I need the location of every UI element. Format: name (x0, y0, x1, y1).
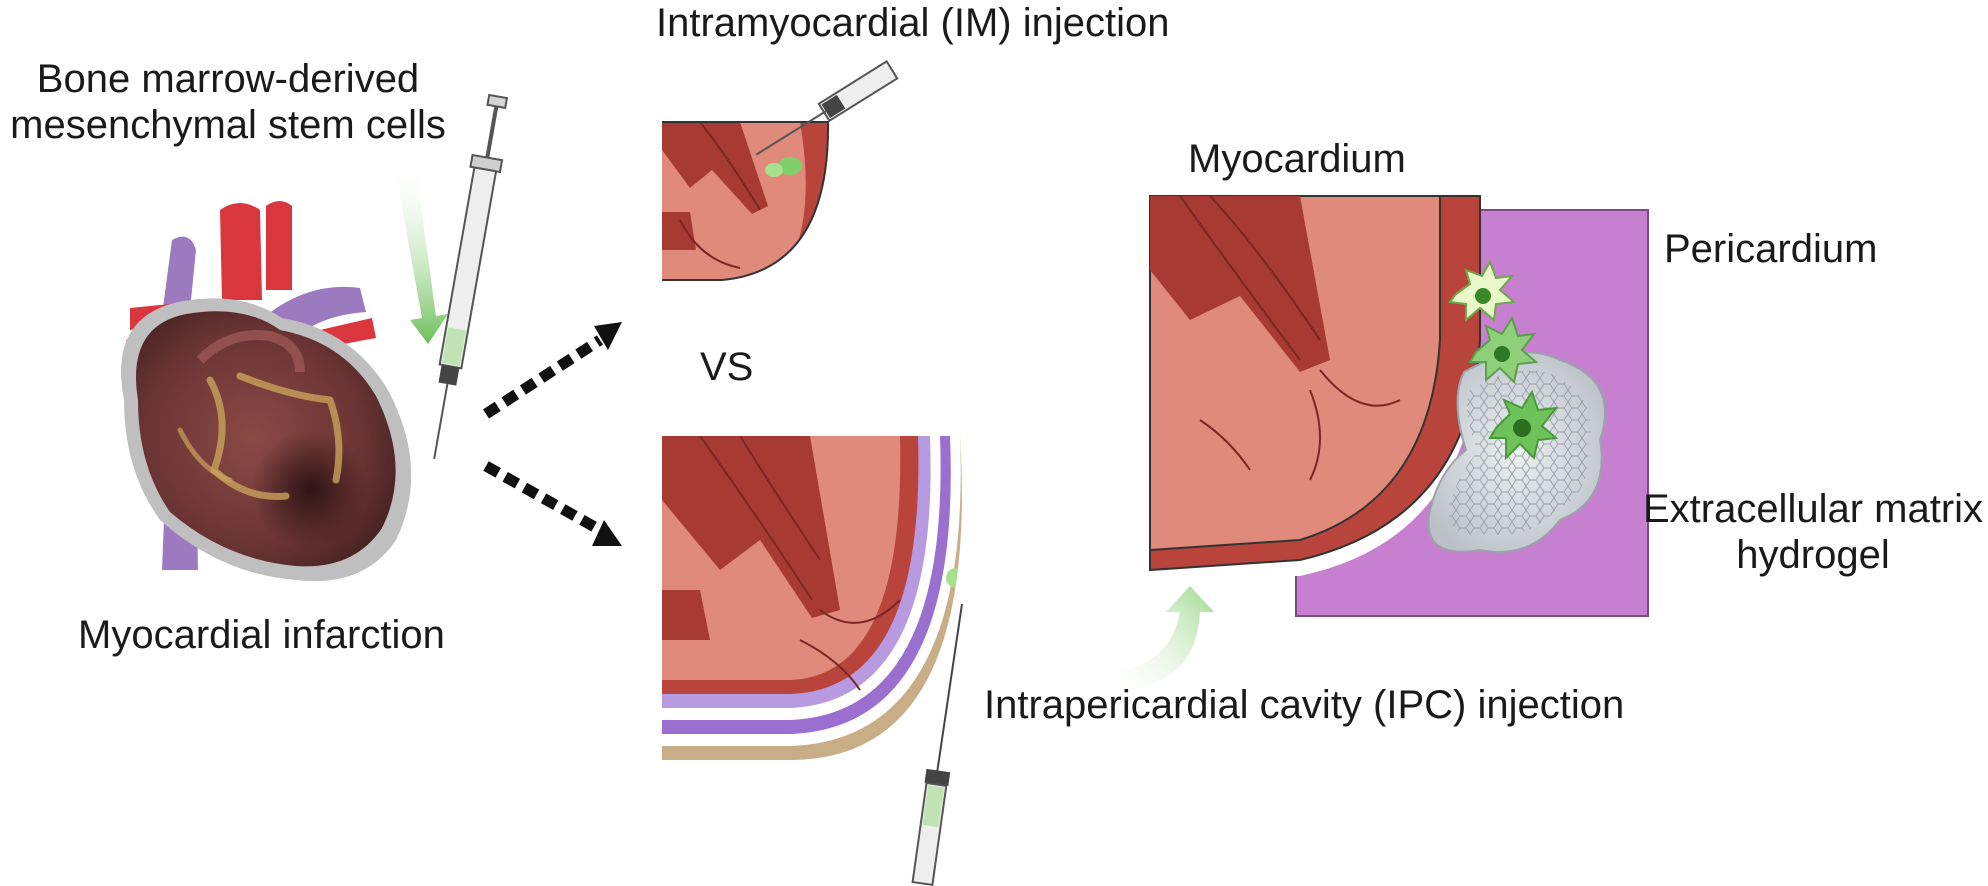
syringe-icon (433, 93, 509, 460)
stem-cells-label: Bone marrow-derived mesenchymal stem cel… (0, 56, 456, 148)
ecm-label-line2: hydrogel (1736, 533, 1890, 577)
vs-label: VS (700, 345, 754, 389)
infarction-label: Myocardial infarction (78, 613, 445, 657)
dotted-arrow-up (483, 322, 622, 419)
ipc-heart-section (662, 436, 962, 760)
ecm-label-line1: Extracellular matrix (1642, 487, 1984, 531)
stem-cell (1448, 259, 1559, 461)
pericardium-label: Pericardium (1664, 227, 1878, 271)
ipc-injection-label: Intrapericardial cavity (IPC) injection (984, 683, 1625, 727)
myocardium-label: Myocardium (1188, 137, 1406, 181)
dotted-arrow-down (483, 461, 622, 546)
syringe-icon-ipc (911, 768, 951, 886)
zoom-heart-section (1149, 195, 1481, 576)
stem-cells-label-line1: Bone marrow-derived (36, 57, 420, 101)
ecm-hydrogel (1427, 351, 1606, 553)
green-curved-arrow (1110, 586, 1214, 690)
ecm-hydrogel-label: Extracellular matrix hydrogel (1640, 486, 1986, 578)
im-heart-section (662, 122, 829, 280)
ipc-needle (935, 603, 963, 781)
stem-cells-label-line2: mesenchymal stem cells (10, 103, 446, 147)
syringe-icon-im (755, 60, 899, 156)
green-arrow (396, 170, 448, 344)
heart-illustration (121, 201, 412, 582)
im-injection-label: Intramyocardial (IM) injection (656, 1, 1170, 45)
